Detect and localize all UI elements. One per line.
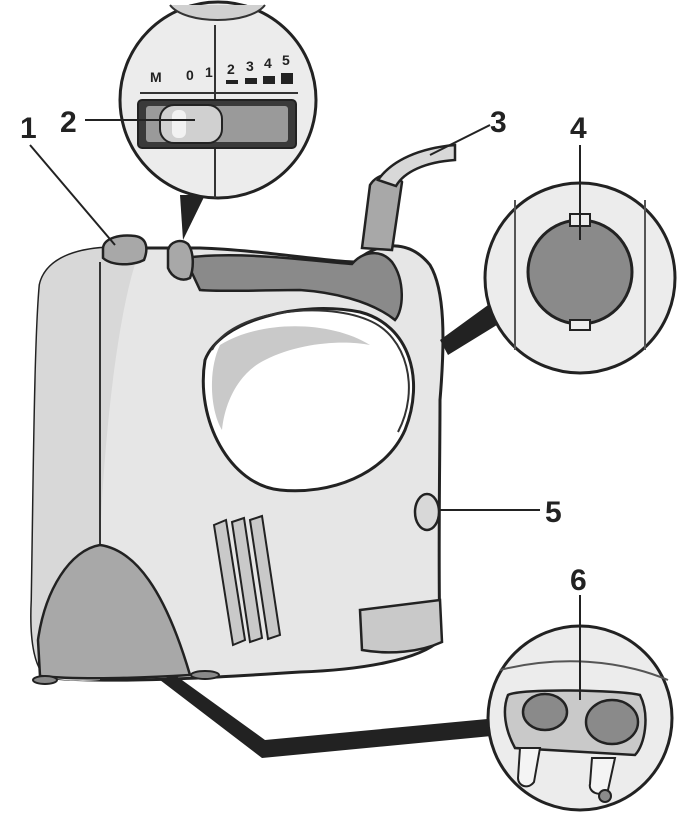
callout-numbers: 1 2 3 4 5 6: [20, 106, 587, 597]
vent-slot-1: [212, 518, 247, 647]
rubber-foot-right: [190, 670, 220, 680]
scale-label-1: 1: [205, 64, 213, 80]
handle-grip-band: [183, 252, 403, 322]
callout-4: 4: [570, 112, 587, 145]
socket-detail: [440, 181, 677, 375]
scale-label-4: 4: [264, 55, 272, 71]
speed-bar-4: [263, 76, 275, 84]
front-foot: [36, 543, 192, 680]
scale-label-m: M: [150, 69, 162, 85]
speed-bar-2: [226, 80, 238, 84]
switch-slider-highlight: [172, 110, 186, 138]
bottom-detail-edge: [499, 660, 669, 681]
mixer-body: [30, 143, 457, 685]
speed-bar-3: [245, 78, 257, 84]
socket-notch-bottom: [569, 319, 591, 331]
socket-detail-pointer: [440, 300, 505, 355]
scale-label-2: 2: [227, 61, 235, 77]
power-cord: [376, 143, 457, 188]
handle-inner-rim: [211, 309, 410, 433]
callout-line-1: [29, 144, 116, 246]
speed-detail-top-arc: [169, 4, 266, 21]
callout-line-3: [429, 124, 491, 156]
bottom-detail-pointer: [160, 675, 502, 758]
scale-label-3: 3: [246, 58, 254, 74]
switch-slider: [159, 104, 223, 144]
speed-detail-pointer: [180, 195, 205, 240]
callout-2: 2: [60, 106, 77, 139]
bottom-detail: [160, 624, 674, 812]
beater-stub-left: [516, 747, 542, 788]
mixer-front-face: [31, 248, 140, 681]
scale-label-5: 5: [282, 52, 290, 68]
beater-opening-right: [584, 698, 640, 746]
screw-hole: [598, 789, 612, 803]
vent-slot-2: [230, 516, 264, 644]
callout-6: 6: [570, 564, 587, 597]
beater-housing-block: [358, 598, 444, 654]
speed-switch: [166, 239, 194, 281]
beater-opening-left: [521, 692, 569, 732]
scale-label-0: 0: [186, 67, 194, 83]
callout-5: 5: [545, 496, 562, 529]
speed-scale-detail: M 0 1 2 3 4 5: [118, 0, 318, 240]
speed-bar-5: [281, 73, 293, 84]
callout-1: 1: [20, 112, 37, 145]
vent-slot-3: [248, 514, 282, 641]
rubber-foot-left: [32, 675, 58, 685]
handle-opening-inner-shade: [211, 326, 370, 430]
callout-lines: [29, 119, 581, 700]
callout-3: 3: [490, 106, 507, 139]
eject-button: [413, 492, 441, 532]
